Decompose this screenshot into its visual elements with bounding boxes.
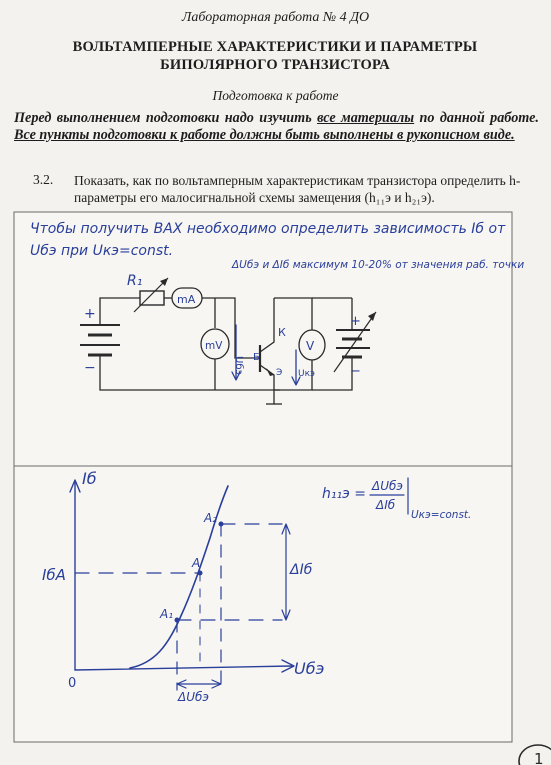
resistor-arrow-head — [160, 278, 168, 286]
battery-adjust-arrow — [333, 311, 377, 373]
resistor-arrow — [133, 277, 169, 313]
formula-numerator: ΔUбэ — [371, 479, 403, 493]
main-title: ВОЛЬТАМПЕРНЫЕ ХАРАКТЕРИСТИКИ И ПАРАМЕТРЫ… — [40, 38, 510, 74]
answer-sheet-border — [13, 211, 513, 743]
x-axis — [74, 665, 293, 671]
ib-ube-curve — [129, 485, 229, 669]
right-minus-sign: − — [350, 364, 361, 379]
instructions-part2: все материалы — [317, 110, 415, 126]
emitter-arrow-head — [266, 368, 274, 376]
left-plus-sign: + — [84, 306, 96, 322]
prep-heading: Подготовка к работе — [212, 88, 339, 103]
uke-label: Uкэ — [298, 369, 315, 379]
input-characteristic-graph: Iб Uбэ 0 A₁ A A₂ IбА ΔIб — [42, 469, 471, 704]
formula-condition: Uкэ=const. — [411, 509, 471, 521]
ammeter-label: mA — [177, 293, 196, 306]
uke-arrow-head — [291, 376, 301, 386]
wire-left-bottom — [99, 355, 280, 391]
delta-ube-arrow-left — [176, 679, 187, 689]
delta-ib-arrow-bottom — [281, 609, 291, 621]
task-text: Показать, как по вольтамперным характери… — [74, 173, 521, 205]
emitter-label: Э — [276, 368, 282, 378]
delta-ube-arrow-right — [211, 679, 222, 689]
right-plus-sign: + — [350, 314, 361, 329]
base-label: Б — [253, 352, 260, 363]
note-line1: Чтобы получить ВАХ необходимо определить… — [30, 221, 506, 237]
instructions-part1: Перед выполнением подготовки надо изучит… — [14, 110, 318, 126]
main-title-line1: ВОЛЬТАМПЕРНЫЕ ХАРАКТЕРИСТИКИ И ПАРАМЕТРЫ — [72, 39, 478, 55]
delta-ib-arrow-top — [281, 523, 291, 535]
delta-ib-label: ΔIб — [289, 562, 313, 578]
note-line2: Uбэ при Uкэ=const. — [30, 243, 173, 259]
battery-adjust-arrow-head — [368, 312, 376, 321]
lab-title: Лабораторная работа № 4 ДО — [181, 10, 370, 25]
millivoltmeter-label: mV — [205, 340, 223, 352]
wire-left-top — [99, 297, 140, 325]
label-a1: A₁ — [159, 607, 173, 621]
x-axis-label: Uбэ — [294, 659, 324, 678]
transistor-circuit: + − R₁ mA mV Uбэ — [80, 273, 377, 405]
task-number: 3.2. — [33, 172, 54, 187]
formula-denominator: ΔIб — [375, 498, 396, 512]
note-line3: ΔUбэ и ΔIб максимум 10-20% от значения р… — [231, 259, 524, 271]
wire-right-bottom — [312, 357, 353, 391]
label-a2: A₂ — [203, 511, 217, 525]
voltmeter-label: V — [306, 339, 315, 353]
y-axis-label: Iб — [82, 469, 97, 488]
collector-label: К — [278, 326, 286, 339]
page-number-mark: 1 — [518, 744, 551, 765]
instructions-part3: по данной работе. — [414, 110, 539, 126]
instructions-part4: Все пункты подготовки к работе должны бы… — [14, 127, 515, 143]
transistor-collector — [259, 298, 275, 353]
x-axis-arrow — [281, 659, 295, 673]
ube-label: Uбэ — [233, 356, 244, 375]
main-title-line2: БИПОЛЯРНОГО ТРАНЗИСТОРА — [160, 57, 390, 73]
label-a: A — [191, 556, 200, 570]
origin-label: 0 — [68, 676, 76, 691]
instructions: Перед выполнением подготовки надо изучит… — [14, 110, 539, 144]
y-axis-arrow — [69, 479, 81, 493]
left-minus-sign: − — [84, 360, 96, 376]
wire-ma-base — [202, 297, 258, 359]
delta-ube-label: ΔUбэ — [177, 690, 209, 704]
page-number: 1 — [534, 750, 544, 765]
ube-arrow-head — [231, 371, 241, 381]
formula-lhs: h₁₁э = — [322, 486, 366, 502]
resistor-label: R₁ — [127, 273, 142, 289]
ib-a-label: IбА — [42, 566, 66, 584]
